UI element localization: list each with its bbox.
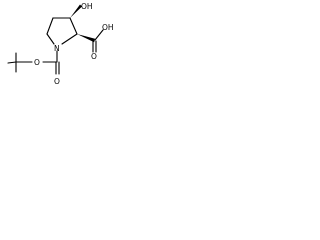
ring-bond-c5-c4	[46, 17, 54, 35]
hydroxyl-label: OH	[81, 2, 93, 11]
ester-oxygen-label: O	[34, 58, 40, 67]
carbamate-carbonyl-oxygen-label: O	[54, 77, 60, 86]
c2-carboxyl-wedge-bond	[77, 34, 95, 43]
chemical-structure-figure: OH OH O N O O	[0, 0, 119, 90]
carboxyl-to-hydroxyl-bond	[94, 29, 104, 41]
ring-bond-c2-n	[61, 33, 78, 45]
ring-bond-c3-c2	[69, 17, 78, 35]
ring-nitrogen-label: N	[54, 44, 60, 53]
molecule-drawing: OH OH O N O O	[7, 2, 114, 86]
acid-carbonyl-oxygen-label: O	[91, 52, 97, 61]
ring-bond-n-c5	[46, 33, 55, 45]
tbutyl-methyl-left-bond	[7, 61, 17, 64]
c3-hydroxyl-wedge-bond	[70, 4, 82, 18]
acid-hydroxyl-label: OH	[102, 23, 114, 32]
